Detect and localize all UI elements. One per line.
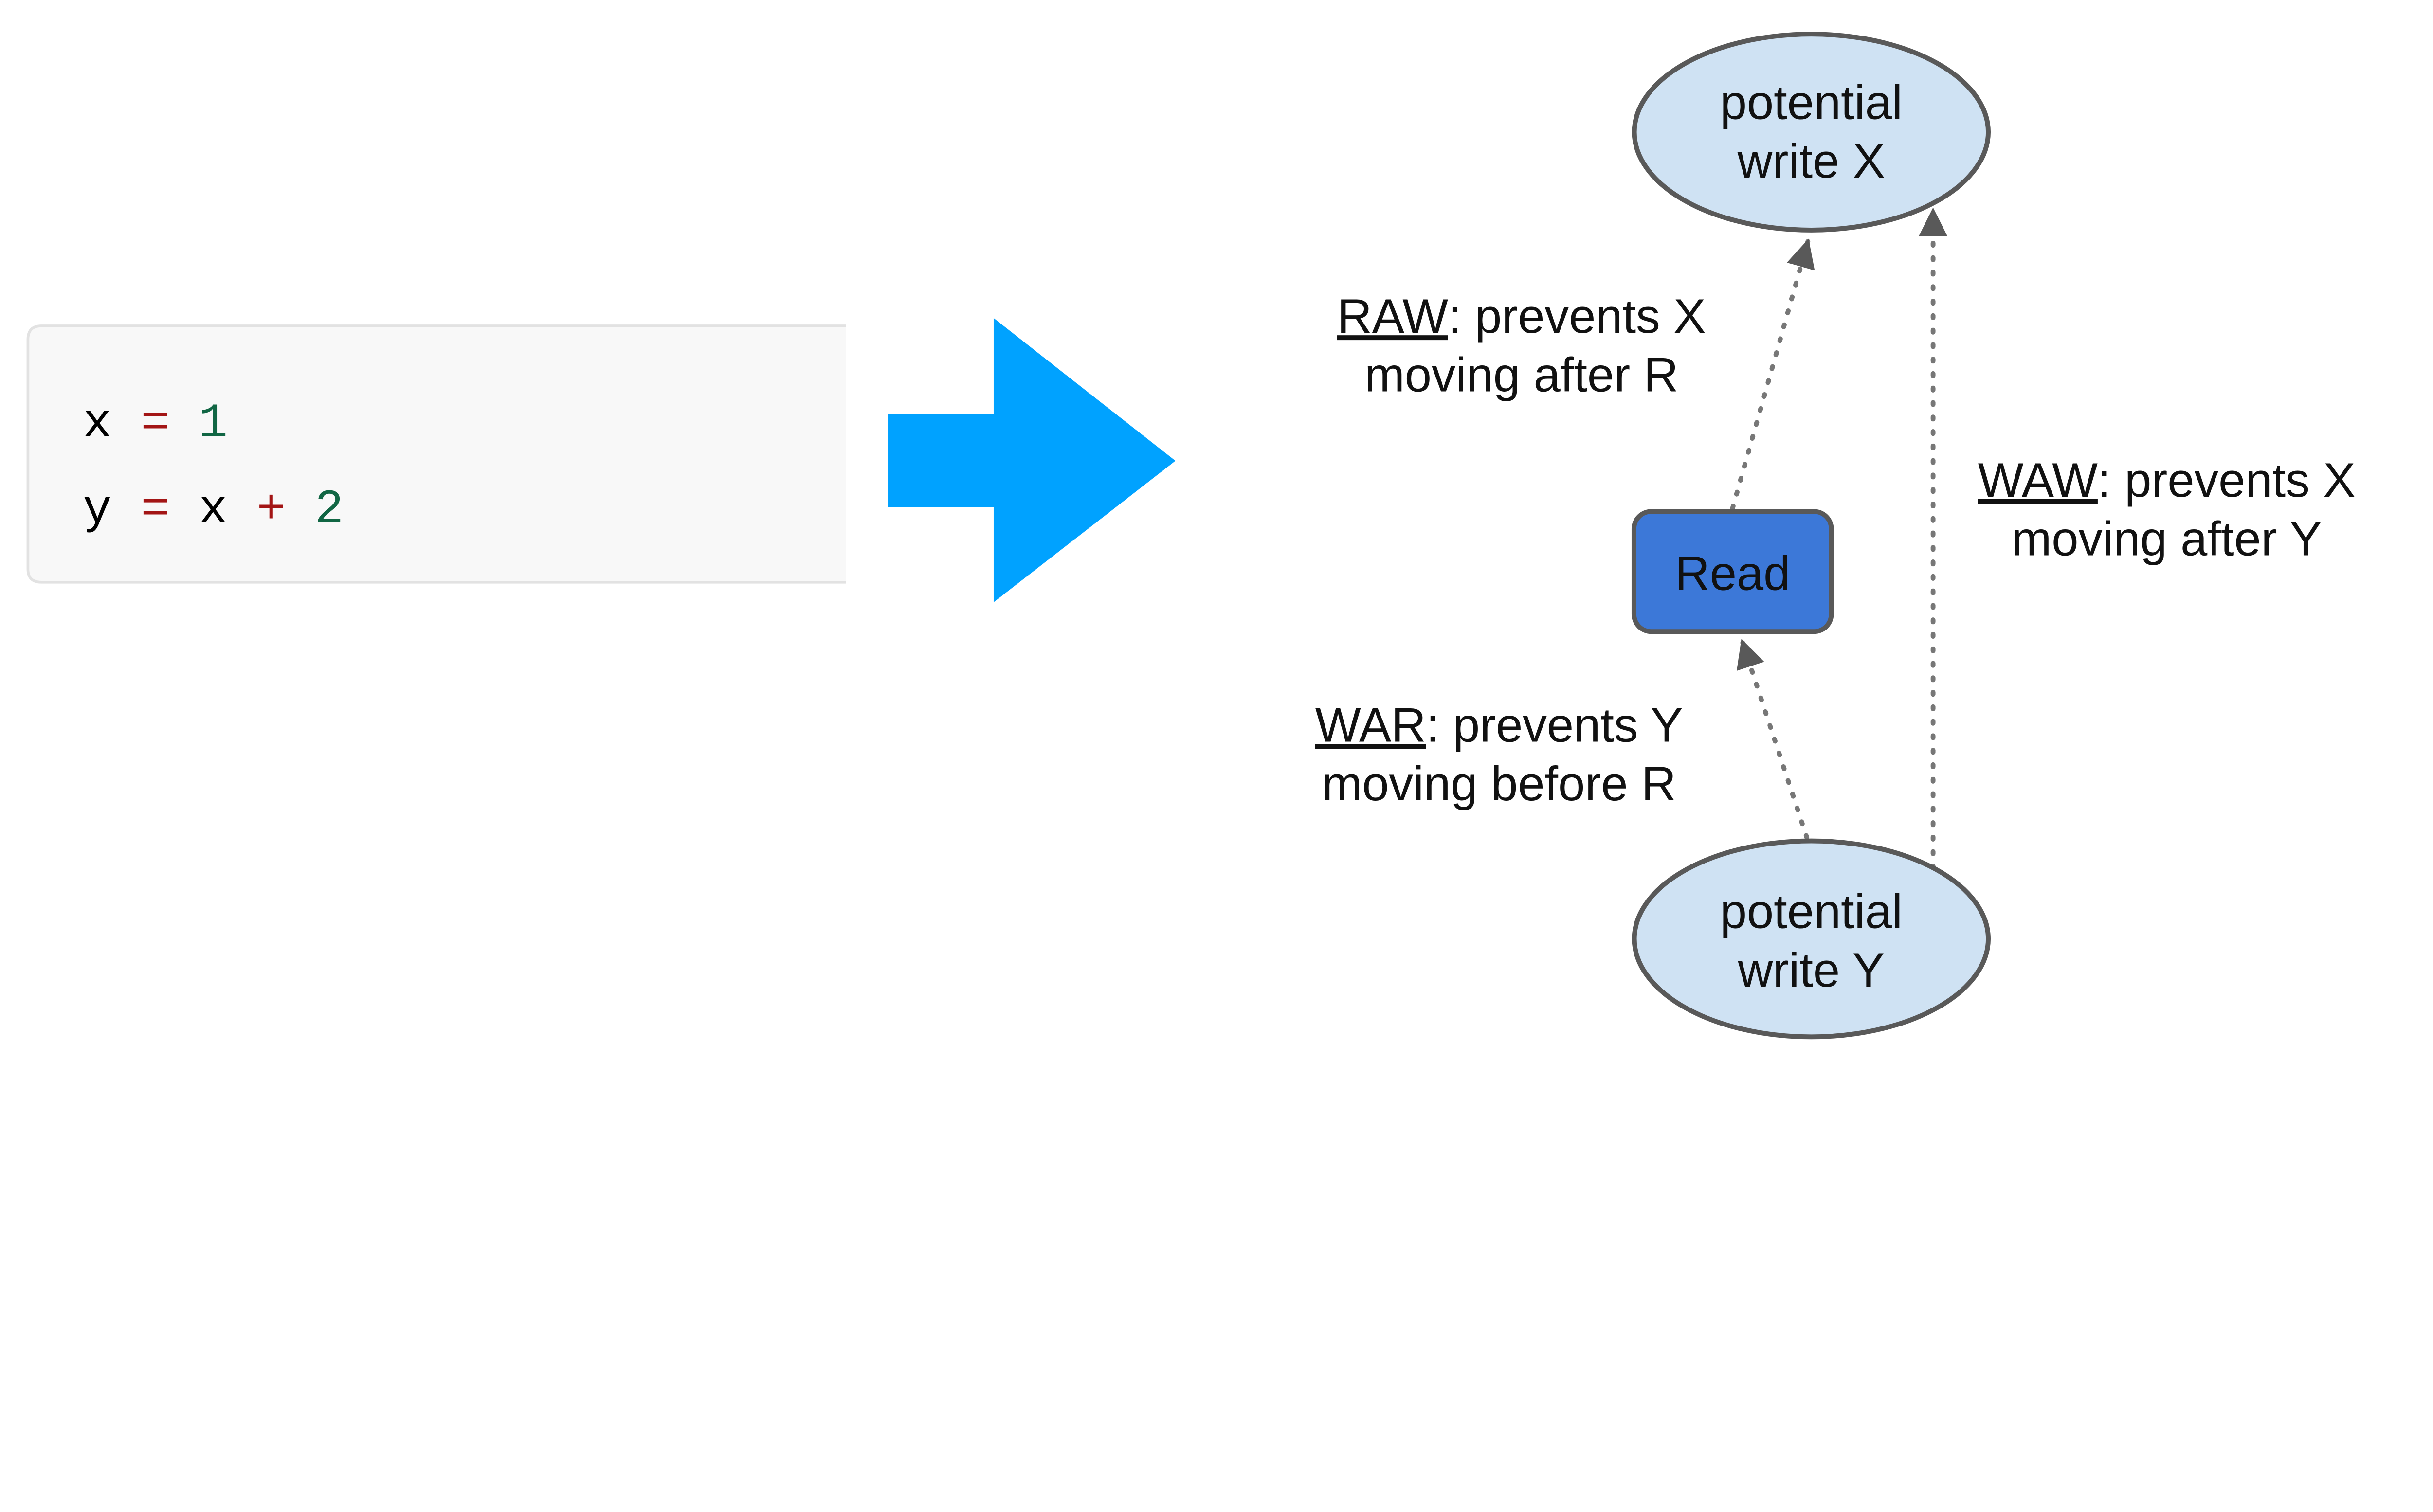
raw-label: RAW: prevents X moving after R: [1337, 289, 1706, 402]
svg-text:moving after Y: moving after Y: [2012, 512, 2322, 566]
svg-text:moving after R: moving after R: [1364, 348, 1678, 402]
waw-label: WAW: prevents X moving after Y: [1978, 453, 2356, 566]
write-y-line2: write Y: [1738, 943, 1885, 997]
node-write-x: potential write X: [1632, 32, 1991, 233]
write-y-line1: potential: [1720, 884, 1903, 938]
svg-text:RAW: prevents X: RAW: prevents X: [1337, 289, 1706, 343]
war-edge: [1737, 639, 1810, 840]
war-label: WAR: prevents Y moving before R: [1315, 698, 1683, 811]
right-arrow-icon: [888, 318, 1176, 602]
svg-text:WAR: prevents Y: WAR: prevents Y: [1315, 698, 1683, 752]
raw-edge: [1730, 238, 1815, 511]
read-label: Read: [1675, 546, 1790, 600]
node-read: Read: [1631, 509, 1834, 634]
diagram: x = 1 y = x + 2 potential write X Read p…: [26, 32, 2356, 1040]
node-write-y: potential write Y: [1632, 838, 1991, 1040]
code-line-2: y = x + 2: [83, 482, 344, 537]
code-line-1: x = 1: [83, 396, 228, 451]
write-x-line2: write X: [1737, 134, 1885, 188]
write-x-line1: potential: [1720, 76, 1903, 130]
svg-text:WAW: prevents X: WAW: prevents X: [1978, 453, 2356, 507]
svg-text:moving before R: moving before R: [1322, 757, 1676, 811]
code-block: x = 1 y = x + 2: [26, 324, 846, 584]
